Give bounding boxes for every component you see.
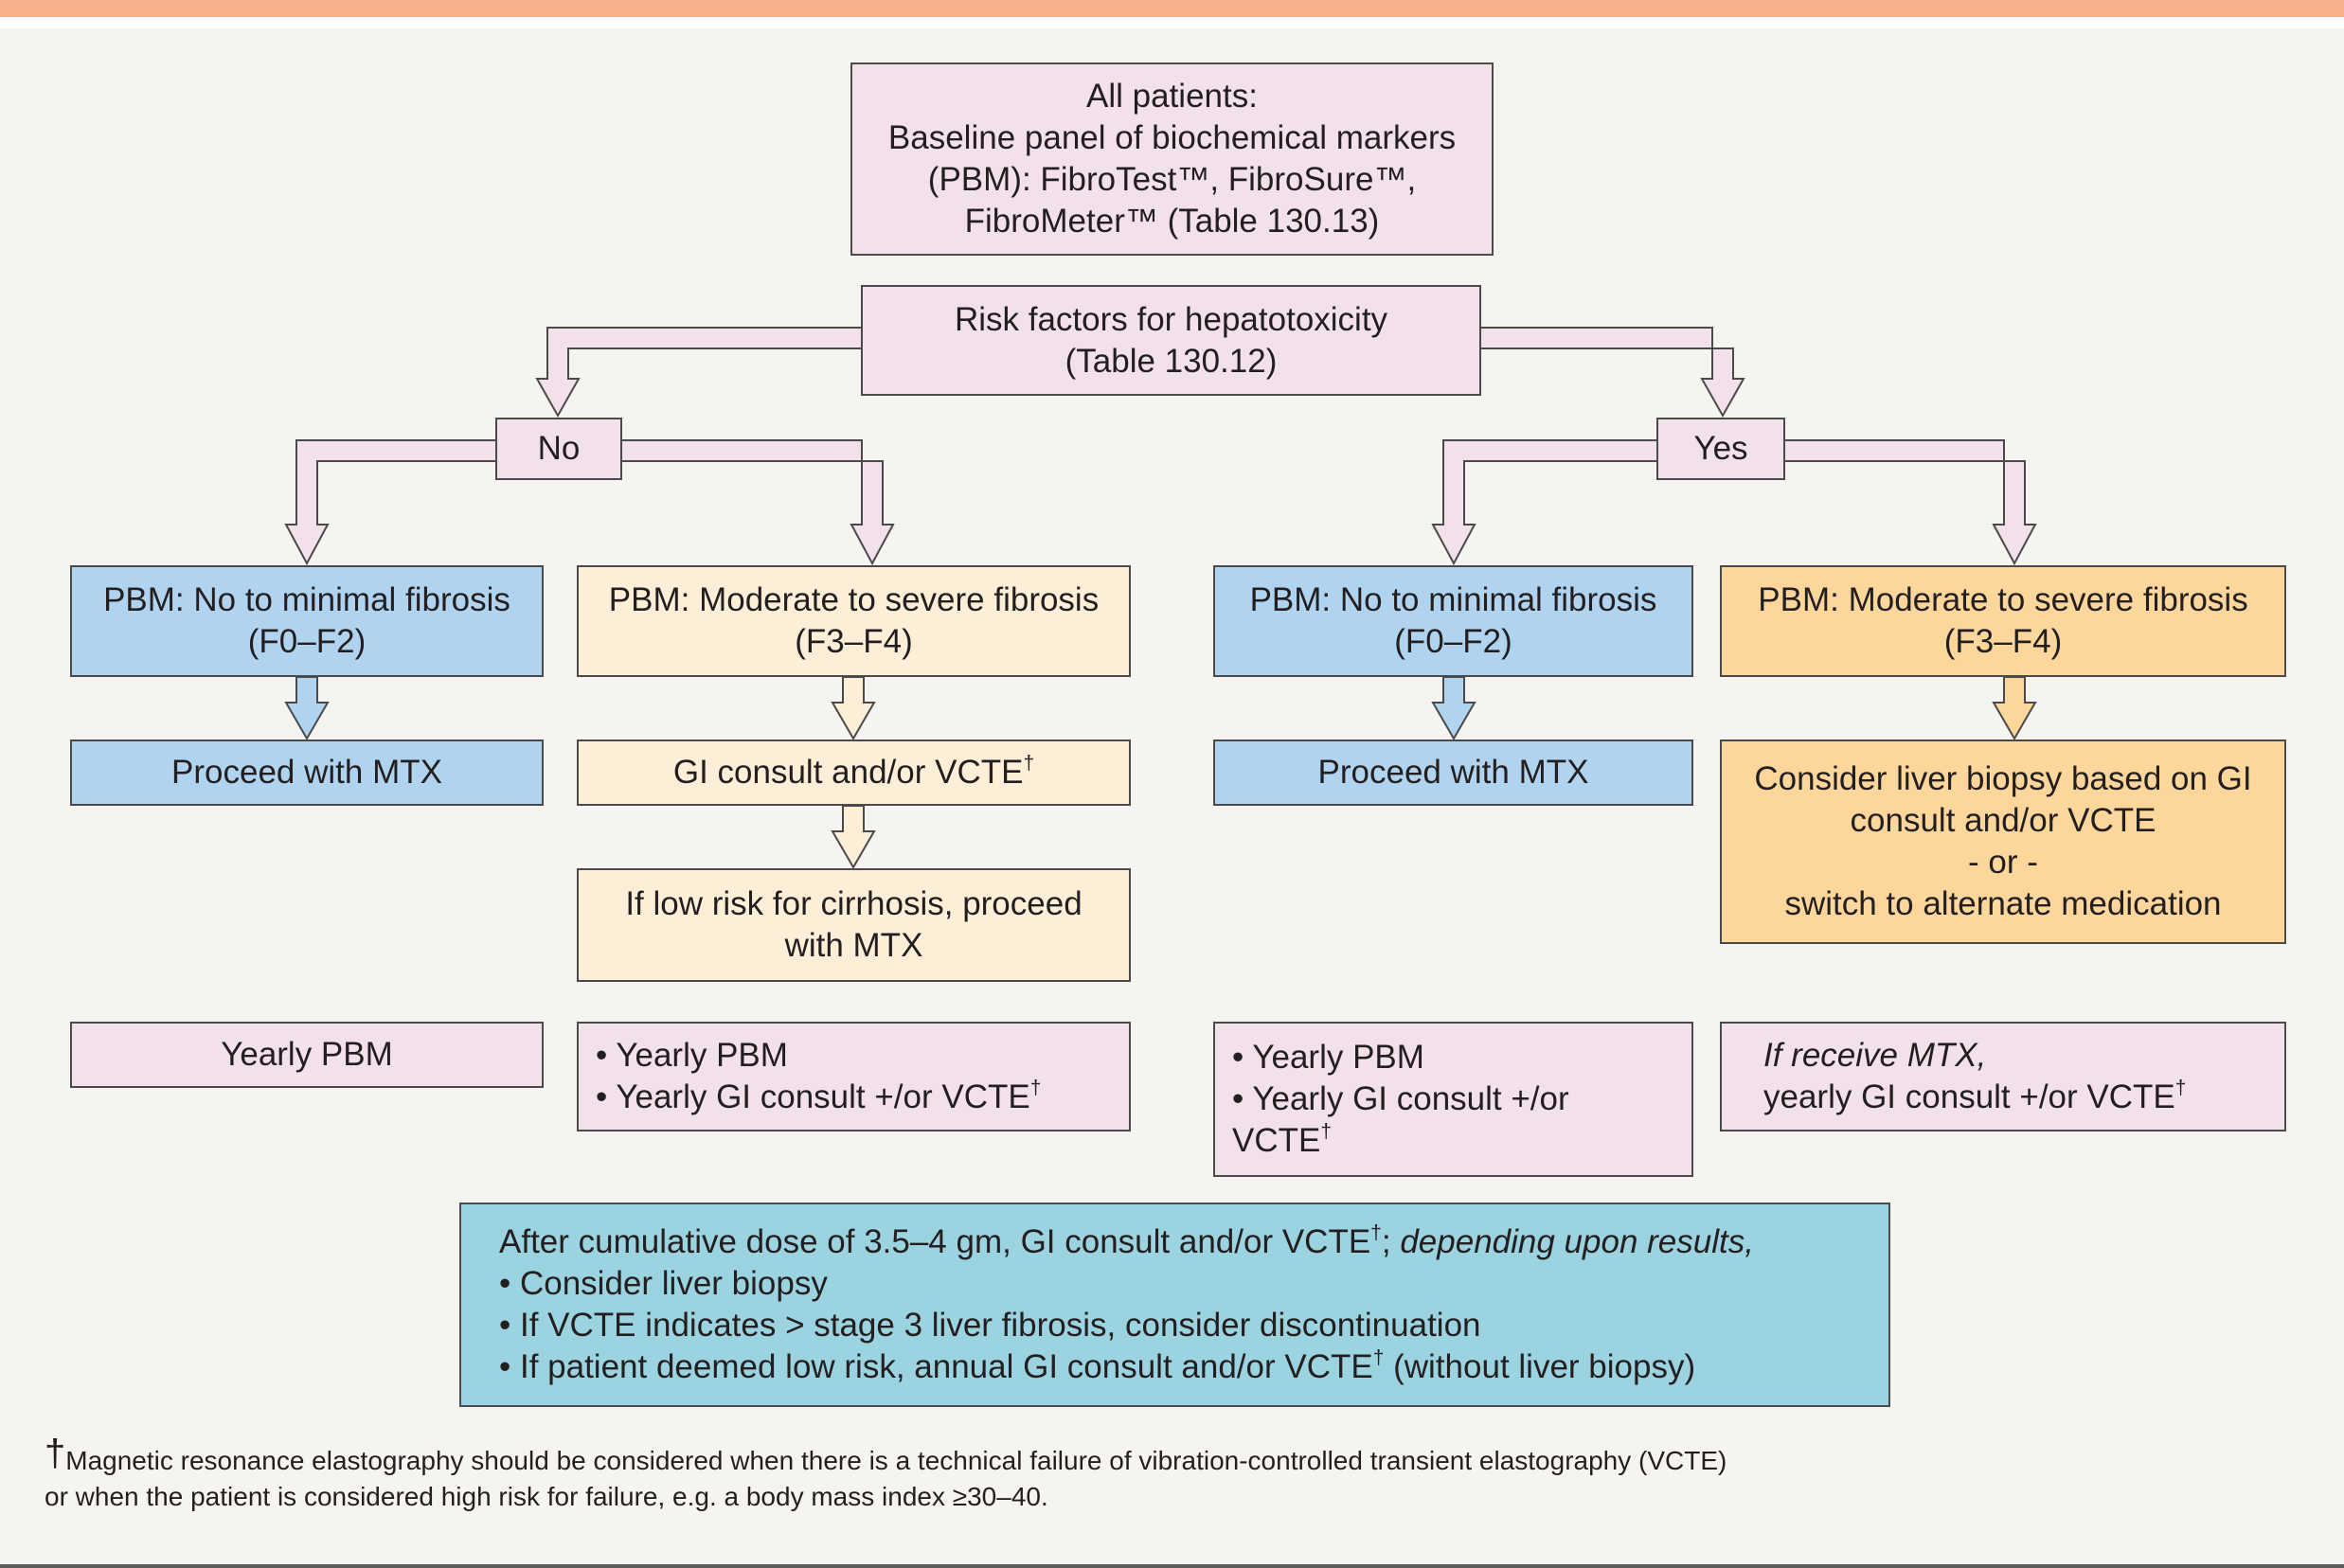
low-risk-line-2: with MTX — [784, 927, 923, 964]
yes-proceed-text: Proceed with MTX — [1317, 754, 1589, 791]
arrow-no-to-moderate — [620, 439, 895, 566]
arrow-no-minimal-to-proceed — [284, 676, 330, 740]
risk-line-2: (Table 130.12) — [1065, 342, 1278, 380]
no-label-box: No — [495, 418, 622, 480]
yes-label: Yes — [1693, 430, 1748, 467]
arrow-yes-moderate-to-biopsy — [1992, 676, 2037, 740]
no-moderate-monitor-1: • Yearly PBM — [596, 1037, 788, 1074]
no-moderate-line-2: (F3–F4) — [795, 623, 913, 660]
yes-moderate-monitor-dagger: † — [2174, 1077, 2187, 1099]
no-proceed-mtx-box: Proceed with MTX — [70, 739, 544, 806]
gi-consult-dagger: † — [1023, 752, 1035, 775]
arrow-gi-to-lowrisk — [831, 805, 876, 869]
risk-factors-box: Risk factors for hepatotoxicity (Table 1… — [861, 285, 1481, 396]
arrow-yes-to-minimal — [1431, 439, 1658, 566]
no-moderate-monitor-2: • Yearly GI consult +/or VCTE — [596, 1078, 1030, 1115]
arrow-risk-to-yes — [1479, 327, 1745, 419]
arrow-yes-to-moderate — [1783, 439, 2037, 566]
baseline-line-1: All patients: — [1086, 78, 1258, 115]
top-banner — [0, 0, 2344, 17]
no-moderate-monitoring-box: • Yearly PBM • Yearly GI consult +/or VC… — [577, 1022, 1131, 1131]
bottom-rule — [0, 1564, 2344, 1568]
yes-moderate-monitoring-box: If receive MTX, yearly GI consult +/or V… — [1720, 1022, 2286, 1131]
no-yearly-pbm-box: Yearly PBM — [70, 1022, 544, 1088]
baseline-line-3: (PBM): FibroTest™, FibroSure™, — [927, 161, 1417, 198]
yes-minimal-monitor-3: VCTE — [1232, 1122, 1321, 1159]
footnote-dagger: † — [45, 1433, 66, 1474]
yes-minimal-monitor-2: • Yearly GI consult +/or — [1232, 1080, 1569, 1117]
liver-biopsy-box: Consider liver biopsy based on GI consul… — [1720, 739, 2286, 944]
baseline-line-2: Baseline panel of biochemical markers — [887, 119, 1457, 156]
biopsy-line-2: consult and/or VCTE — [1850, 802, 2156, 839]
cumulative-intro: After cumulative dose of 3.5–4 gm, GI co… — [499, 1223, 1371, 1260]
yes-proceed-mtx-box: Proceed with MTX — [1213, 739, 1693, 806]
footnote: †Magnetic resonance elastography should … — [45, 1433, 2280, 1515]
no-label: No — [537, 430, 581, 467]
yes-minimal-line-2: (F0–F2) — [1394, 623, 1512, 660]
yes-moderate-fibrosis-box: PBM: Moderate to severe fibrosis (F3–F4) — [1720, 565, 2286, 677]
no-minimal-fibrosis-box: PBM: No to minimal fibrosis (F0–F2) — [70, 565, 544, 677]
no-moderate-monitor-dagger: † — [1029, 1077, 1042, 1099]
biopsy-line-3: - or - — [1968, 844, 2038, 881]
yes-moderate-line-2: (F3–F4) — [1943, 623, 2063, 660]
cumulative-bullet-2: • If VCTE indicates > stage 3 liver fibr… — [499, 1307, 1481, 1344]
arrow-yes-minimal-to-proceed — [1431, 676, 1476, 740]
cumulative-dose-box: After cumulative dose of 3.5–4 gm, GI co… — [459, 1203, 1890, 1407]
biopsy-line-4: switch to alternate medication — [1784, 885, 2222, 922]
cumulative-bullet-3-dagger: † — [1372, 1346, 1385, 1369]
no-minimal-line-1: PBM: No to minimal fibrosis — [103, 581, 510, 618]
gi-consult-text: GI consult and/or VCTE — [672, 754, 1024, 791]
gi-consult-box: GI consult and/or VCTE† — [577, 739, 1131, 806]
yes-minimal-monitor-1: • Yearly PBM — [1232, 1039, 1424, 1076]
low-risk-line-1: If low risk for cirrhosis, proceed — [625, 885, 1083, 922]
yes-label-box: Yes — [1656, 418, 1785, 480]
low-risk-proceed-box: If low risk for cirrhosis, proceed with … — [577, 868, 1131, 982]
no-proceed-text: Proceed with MTX — [171, 754, 442, 791]
yes-moderate-monitor-2: yearly GI consult +/or VCTE — [1763, 1078, 2175, 1115]
no-moderate-fibrosis-box: PBM: Moderate to severe fibrosis (F3–F4) — [577, 565, 1131, 677]
footnote-line-1: Magnetic resonance elastography should b… — [65, 1446, 1727, 1475]
no-minimal-line-2: (F0–F2) — [247, 623, 367, 660]
cumulative-bullet-3: • If patient deemed low risk, annual GI … — [499, 1348, 1373, 1385]
baseline-line-4: FibroMeter™ (Table 130.13) — [964, 203, 1380, 240]
arrow-no-to-minimal — [284, 439, 497, 566]
cumulative-bullet-3-tail: (without liver biopsy) — [1384, 1348, 1696, 1385]
yes-minimal-fibrosis-box: PBM: No to minimal fibrosis (F0–F2) — [1213, 565, 1693, 677]
cumulative-intro-line: After cumulative dose of 3.5–4 gm, GI co… — [499, 1221, 1888, 1263]
cumulative-intro-dagger: † — [1370, 1221, 1382, 1244]
top-gap — [0, 17, 2344, 28]
yes-minimal-monitoring-box: • Yearly PBM • Yearly GI consult +/or VC… — [1213, 1022, 1693, 1177]
biopsy-line-1: Consider liver biopsy based on GI — [1754, 760, 2252, 797]
arrow-no-moderate-to-gi — [831, 676, 876, 740]
cumulative-intro-italic: depending upon results, — [1400, 1223, 1754, 1260]
yes-minimal-monitor-dagger: † — [1320, 1120, 1333, 1143]
yes-moderate-monitor-1: If receive MTX, — [1763, 1037, 1987, 1074]
yes-moderate-line-1: PBM: Moderate to severe fibrosis — [1758, 581, 2248, 618]
yes-minimal-line-1: PBM: No to minimal fibrosis — [1249, 581, 1657, 618]
cumulative-bullet-1: • Consider liver biopsy — [499, 1265, 828, 1302]
no-yearly-pbm-text: Yearly PBM — [221, 1036, 393, 1073]
footnote-line-2: or when the patient is considered high r… — [45, 1482, 1048, 1511]
baseline-panel-box: All patients: Baseline panel of biochemi… — [850, 62, 1494, 256]
no-moderate-line-1: PBM: Moderate to severe fibrosis — [608, 581, 1100, 618]
risk-line-1: Risk factors for hepatotoxicity — [954, 300, 1388, 338]
cumulative-intro-sep: ; — [1381, 1223, 1391, 1260]
arrow-risk-to-no — [535, 327, 863, 419]
